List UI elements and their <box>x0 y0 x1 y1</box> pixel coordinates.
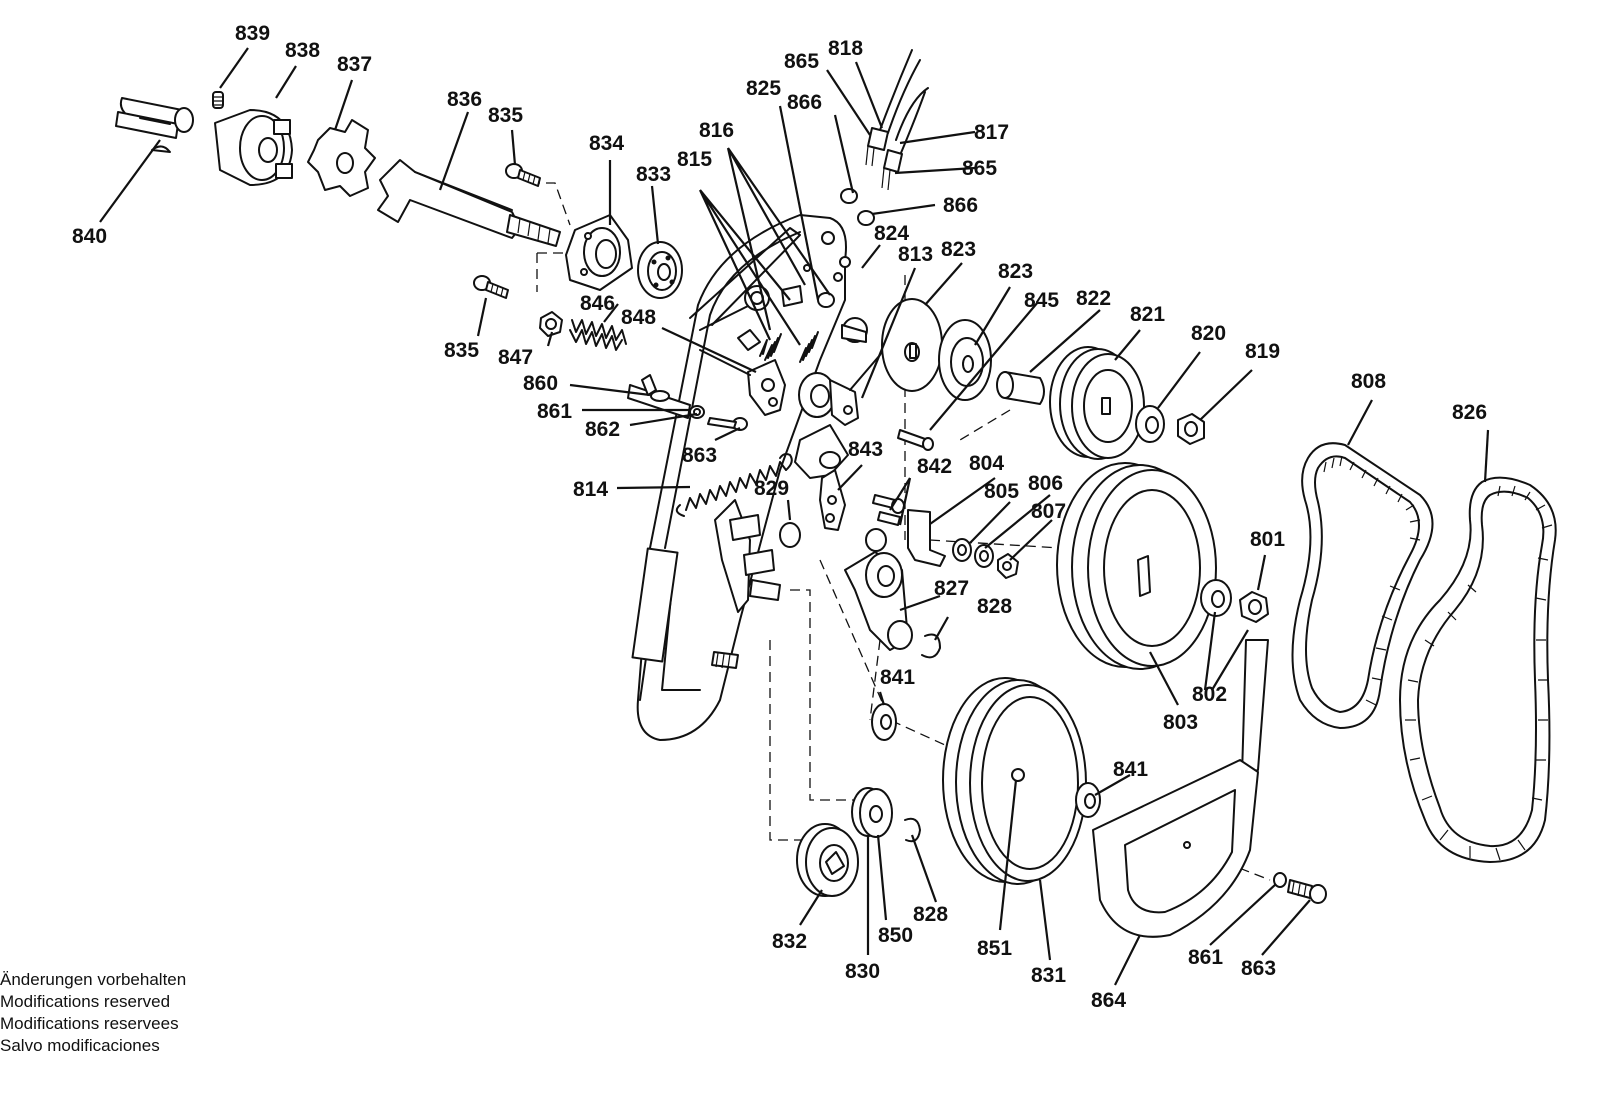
label-803: 803 <box>1163 711 1198 734</box>
label-805: 805 <box>984 480 1019 503</box>
gears <box>796 787 921 897</box>
spring-846 <box>539 311 627 351</box>
label-806: 806 <box>1028 472 1063 495</box>
note-spanish: Salvo modificaciones <box>0 1036 160 1055</box>
tension-spring-814 <box>675 453 793 517</box>
label-863-bottom: 863 <box>1241 957 1276 980</box>
drive-shaft-group <box>115 91 561 247</box>
label-824: 824 <box>874 222 909 245</box>
label-817: 817 <box>974 121 1009 144</box>
label-835-bottom: 835 <box>444 339 479 362</box>
label-822: 822 <box>1076 287 1111 310</box>
label-851: 851 <box>977 937 1012 960</box>
label-807: 807 <box>1031 500 1066 523</box>
label-866-top: 866 <box>787 91 822 114</box>
label-802: 802 <box>1192 683 1227 706</box>
note-french: Modifications reservees <box>0 1014 179 1033</box>
label-864: 864 <box>1091 989 1126 1012</box>
label-861-bottom: 861 <box>1188 946 1223 969</box>
label-827: 827 <box>934 577 969 600</box>
label-840: 840 <box>72 225 107 248</box>
control-cables <box>821 49 929 282</box>
label-832: 832 <box>772 930 807 953</box>
label-816: 816 <box>699 119 734 142</box>
label-841-upper: 841 <box>880 666 915 689</box>
label-846: 846 <box>580 292 615 315</box>
belts <box>1291 442 1557 863</box>
label-834: 834 <box>589 132 624 155</box>
label-865-top: 865 <box>784 50 819 73</box>
label-847: 847 <box>498 346 533 369</box>
label-825: 825 <box>746 77 781 100</box>
label-826: 826 <box>1452 401 1487 424</box>
label-850: 850 <box>878 924 913 947</box>
label-866-bottom: 866 <box>943 194 978 217</box>
label-860: 860 <box>523 372 558 395</box>
label-861-top: 861 <box>537 400 572 423</box>
note-german: Änderungen vorbehalten <box>0 970 187 989</box>
label-862: 862 <box>585 418 620 441</box>
large-pulley-803 <box>1056 462 1217 670</box>
label-820: 820 <box>1191 322 1226 345</box>
label-814: 814 <box>573 478 608 501</box>
label-863-top: 863 <box>682 444 717 467</box>
washers-and-nuts <box>952 538 1269 623</box>
belt-guard-864 <box>1092 639 1327 938</box>
label-801: 801 <box>1250 528 1285 551</box>
label-830: 830 <box>845 960 880 983</box>
label-815: 815 <box>677 148 712 171</box>
idler-arm-827 <box>844 528 941 659</box>
bolts-835 <box>473 163 541 299</box>
label-818: 818 <box>828 37 863 60</box>
label-813: 813 <box>898 243 933 266</box>
label-804: 804 <box>969 452 1004 475</box>
tensioner-bracket <box>794 319 896 531</box>
label-865-bottom: 865 <box>962 157 997 180</box>
label-843: 843 <box>848 438 883 461</box>
label-848: 848 <box>621 306 656 329</box>
note-english: Modifications reserved <box>0 992 171 1011</box>
label-833: 833 <box>636 163 671 186</box>
label-829: 829 <box>754 477 789 500</box>
label-841-lower: 841 <box>1113 758 1148 781</box>
label-838: 838 <box>285 39 320 62</box>
leader-lines <box>99 47 1490 986</box>
label-837: 837 <box>337 53 372 76</box>
label-819: 819 <box>1245 340 1280 363</box>
label-845: 845 <box>1024 289 1059 312</box>
drive-pulley-group <box>996 346 1205 460</box>
label-828-mid: 828 <box>977 595 1012 618</box>
pulley-831 <box>942 677 1101 885</box>
label-836: 836 <box>447 88 482 111</box>
label-808: 808 <box>1351 370 1386 393</box>
label-831: 831 <box>1031 964 1066 987</box>
bearing-flange <box>565 214 683 299</box>
label-842: 842 <box>917 455 952 478</box>
label-835-top: 835 <box>488 104 523 127</box>
label-823-bottom: 823 <box>998 260 1033 283</box>
label-823-top: 823 <box>941 238 976 261</box>
part-number-labels: 839 838 837 836 835 840 834 833 815 816 … <box>72 22 1487 1012</box>
label-821: 821 <box>1130 303 1165 326</box>
washer-841-upper <box>871 703 897 741</box>
label-839: 839 <box>235 22 270 45</box>
spring-clip-829 <box>711 499 801 669</box>
label-828-bottom: 828 <box>913 903 948 926</box>
